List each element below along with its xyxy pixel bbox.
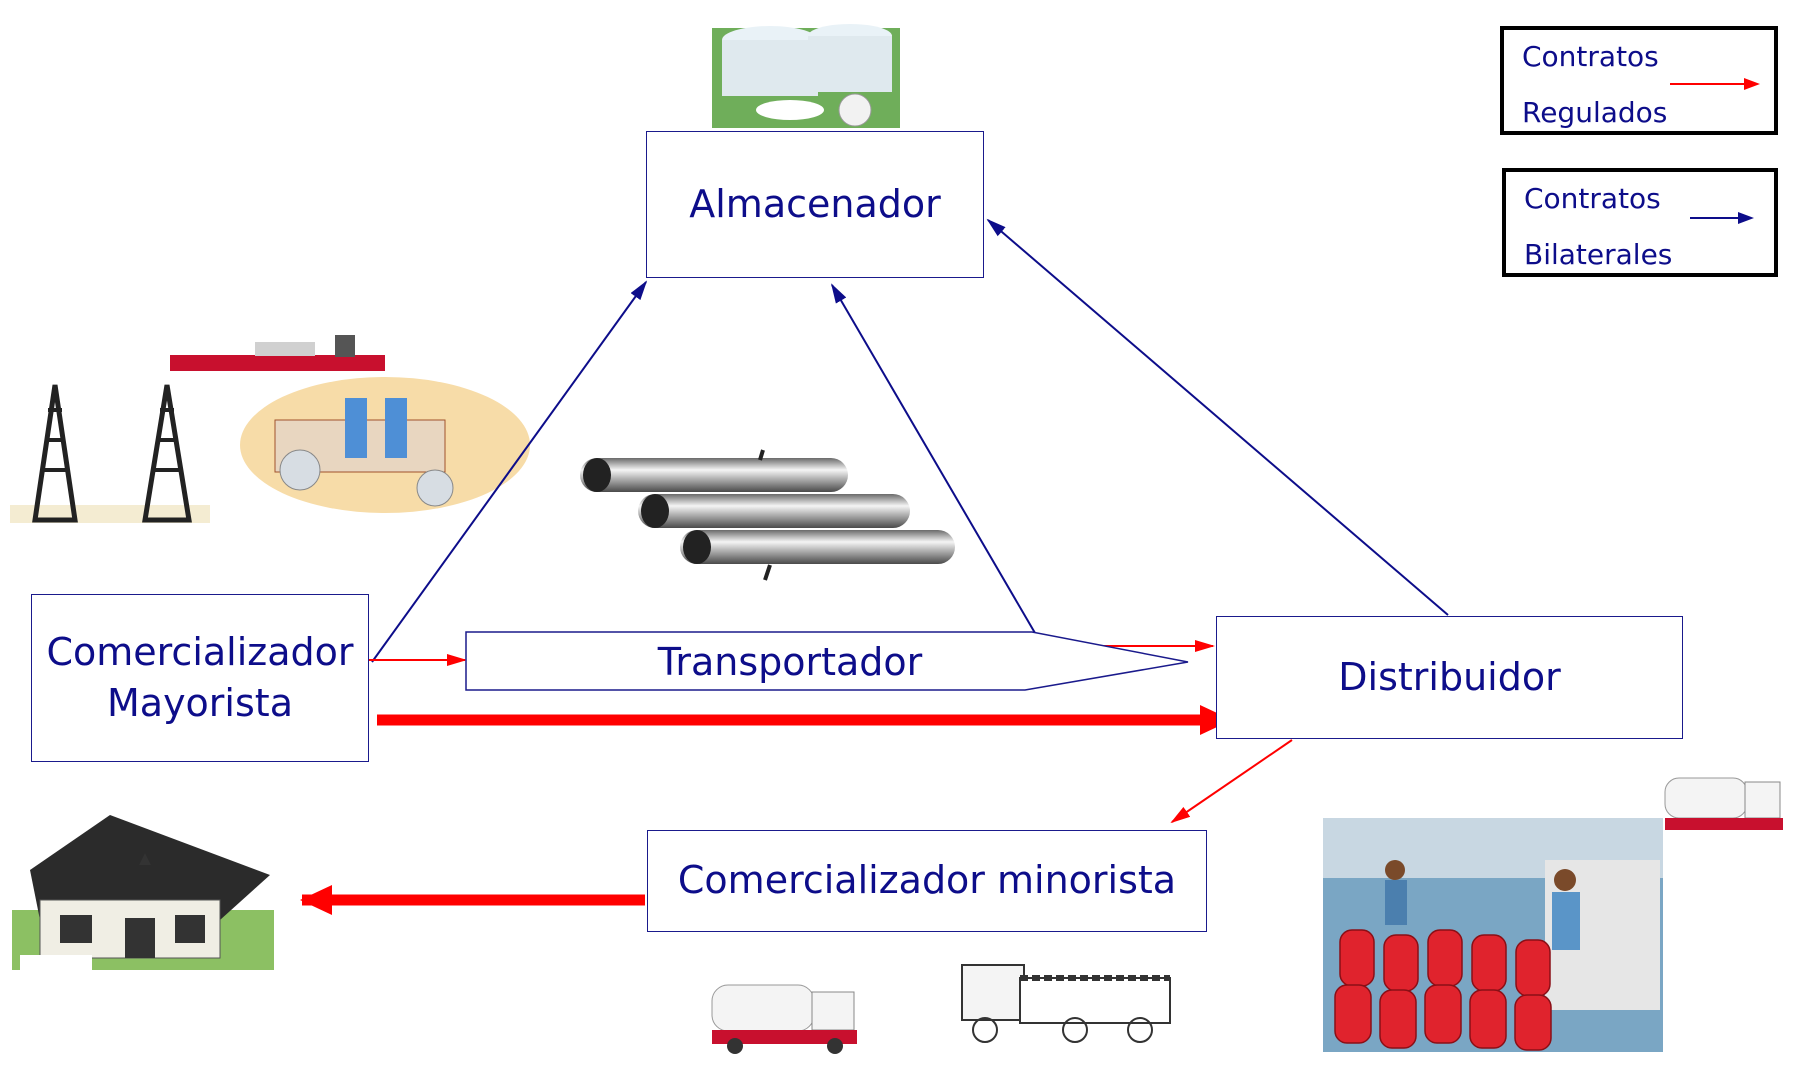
cylinder-truck-illustration — [961, 964, 1171, 1043]
node-comercializador-minorista: Comercializador minorista — [647, 830, 1207, 932]
arrow-mayorista-to-almacenador — [371, 280, 648, 663]
node-comercializador-mayorista: Comercializador Mayorista — [31, 594, 369, 762]
transportador-shape — [465, 631, 1189, 691]
arrow-distribuidor-to-minorista — [1170, 739, 1293, 824]
gas-cylinders-photo — [1323, 818, 1663, 1052]
pipelines-illustration — [580, 449, 955, 581]
legend-bilateral-arrow — [1690, 212, 1754, 224]
house-illustration — [12, 815, 274, 977]
tanker-truck-illustration — [711, 984, 857, 1054]
small-truck-illustration — [1664, 777, 1783, 830]
legend-bilateral: Contratos Bilaterales — [1502, 168, 1778, 277]
node-almacenador-label: Almacenador — [689, 181, 941, 226]
arrow-distribuidor-to-almacenador — [986, 218, 1449, 616]
node-almacenador: Almacenador — [646, 131, 984, 278]
production-illustration — [10, 335, 530, 523]
legend-regulated-line2: Regulados — [1522, 96, 1668, 129]
node-minorista-label: Comercializador minorista — [677, 858, 1177, 903]
legend-bilateral-line2: Bilaterales — [1524, 238, 1673, 271]
node-transportador-label: Transportador — [657, 640, 923, 684]
legend-bilateral-line1: Contratos — [1524, 182, 1661, 215]
node-distribuidor-label: Distribuidor — [1338, 654, 1561, 699]
legend-regulated-arrow — [1670, 78, 1760, 90]
node-mayorista-label-line1: Comercializador — [46, 629, 354, 674]
legend-regulated-line1: Contratos — [1522, 40, 1659, 73]
legend-regulated: Contratos Regulados — [1500, 26, 1778, 135]
node-mayorista-label-line2: Mayorista — [107, 681, 293, 725]
node-distribuidor: Distribuidor — [1216, 616, 1683, 739]
storage-tanks-illustration — [712, 24, 900, 128]
arrow-transportador-to-almacenador — [830, 283, 1036, 634]
